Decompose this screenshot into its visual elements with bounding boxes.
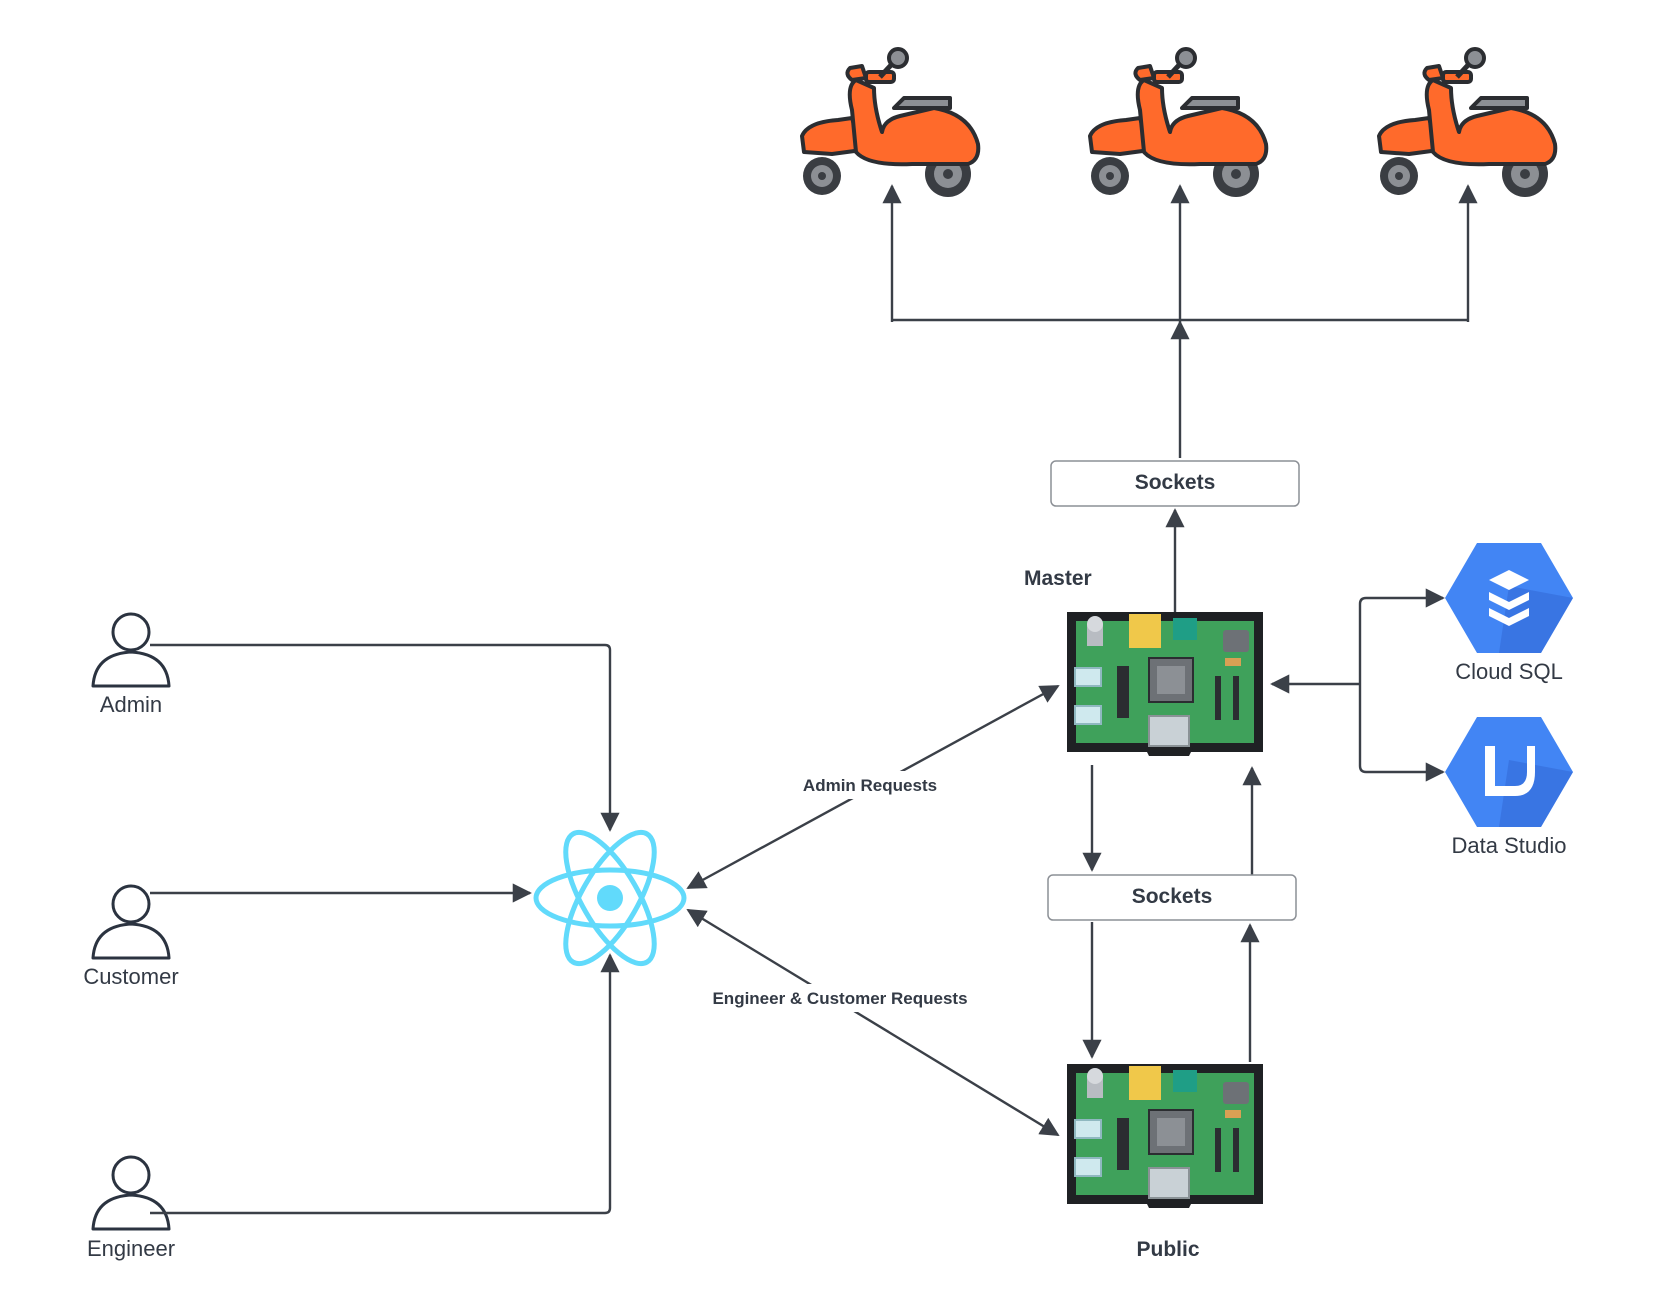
edge-engineer-react	[150, 953, 620, 1215]
admin-requests-label: Admin Requests	[803, 776, 937, 795]
user-customer: Customer	[83, 884, 179, 989]
scooter-icon	[802, 49, 978, 197]
public-label: Public	[1136, 1238, 1199, 1261]
data-studio-icon	[1445, 717, 1573, 827]
user-icon	[91, 884, 171, 960]
data-studio-label: Data Studio	[1452, 833, 1567, 858]
user-icon	[91, 1155, 171, 1231]
sockets-top-label: Sockets	[1135, 471, 1216, 494]
cloud-sql-icon	[1445, 543, 1573, 653]
layers-icon	[1489, 570, 1529, 626]
cloud-sql-service: Cloud SQL	[1445, 543, 1573, 684]
user-admin: Admin	[91, 612, 171, 717]
master-label: Master	[1024, 567, 1092, 590]
engineer-label: Engineer	[87, 1236, 175, 1261]
sockets-top: Sockets	[1050, 460, 1300, 507]
sockets-middle-label: Sockets	[1132, 885, 1213, 908]
cloud-sql-label: Cloud SQL	[1455, 659, 1563, 684]
edge-master-cloudsql	[1358, 588, 1445, 684]
data-studio-service: Data Studio	[1445, 717, 1573, 858]
circuit-board-icon	[1066, 1063, 1264, 1209]
admin-label: Admin	[100, 692, 162, 717]
edge-react-public	[686, 908, 1060, 1137]
sockets-middle: Sockets	[1047, 874, 1297, 921]
edge-admin-react	[150, 643, 620, 832]
user-engineer: Engineer	[87, 1155, 175, 1261]
customer-label: Customer	[83, 964, 178, 989]
scooter-icon	[1090, 49, 1266, 197]
react-icon	[533, 829, 687, 967]
user-icon	[91, 612, 171, 688]
edge-master-datastudio	[1358, 684, 1445, 782]
circuit-board-icon	[1066, 611, 1264, 757]
chart-icon	[1485, 746, 1535, 796]
scooter-icon	[1379, 49, 1555, 197]
engineer-customer-requests-label: Engineer & Customer Requests	[712, 989, 967, 1008]
